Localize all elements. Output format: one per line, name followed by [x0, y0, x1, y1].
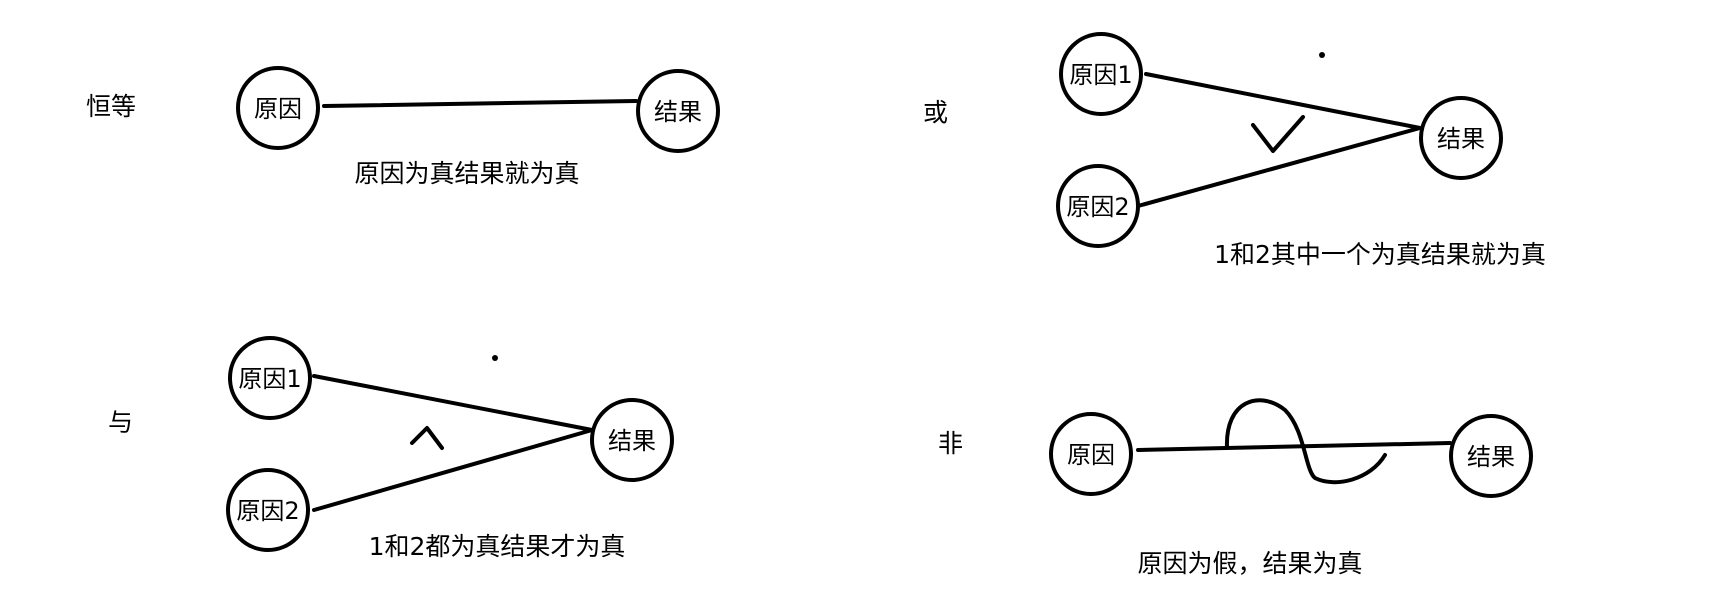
identity-op-label: 恒等: [86, 92, 136, 121]
and-cause2-node: [226, 468, 310, 552]
not-cause-label: 原因: [1067, 441, 1115, 469]
identity-effect-node: [636, 69, 720, 153]
and-panel: 与 原因1 原因2 结果 1和2都为真结果才为真: [108, 336, 674, 561]
not-op-label: 非: [938, 429, 963, 458]
and-stray-dot: [492, 355, 498, 361]
and-symbol-mark: [410, 426, 444, 450]
not-cause-node: [1049, 412, 1133, 496]
or-effect-label: 结果: [1437, 125, 1485, 153]
identity-caption: 原因为真结果就为真: [354, 159, 579, 188]
and-caption: 1和2都为真结果才为真: [369, 532, 626, 561]
not-symbol-wave: [1224, 398, 1387, 485]
identity-effect-label: 结果: [654, 98, 702, 126]
or-cause2-node: [1056, 164, 1140, 248]
or-edge-1: [1144, 72, 1422, 130]
not-effect-label: 结果: [1467, 443, 1515, 471]
and-effect-node: [590, 398, 674, 482]
and-op-label: 与: [108, 408, 133, 437]
or-caption: 1和2其中一个为真结果就为真: [1214, 240, 1546, 269]
or-cause1-node: [1059, 32, 1143, 116]
identity-edge: [322, 99, 638, 108]
not-caption: 原因为假，结果为真: [1137, 549, 1362, 578]
or-cause1-label: 原因1: [1069, 61, 1132, 89]
or-op-label: 或: [923, 98, 948, 127]
not-edge: [1136, 441, 1452, 452]
identity-cause-node: [236, 66, 320, 150]
and-edge-2: [312, 428, 594, 512]
or-cause2-label: 原因2: [1066, 193, 1129, 221]
identity-cause-label: 原因: [254, 95, 302, 123]
and-effect-label: 结果: [608, 427, 656, 455]
identity-panel: 恒等 原因 结果 原因为真结果就为真: [86, 66, 720, 188]
and-edge-1: [312, 374, 594, 432]
or-symbol-mark: [1251, 115, 1305, 153]
or-edge-2: [1136, 126, 1422, 208]
and-cause1-node: [228, 336, 312, 420]
and-cause1-label: 原因1: [238, 365, 301, 393]
or-effect-node: [1419, 96, 1503, 180]
and-cause2-label: 原因2: [236, 497, 299, 525]
or-panel: 或 原因1 原因2 结果 1和2其中一个为真结果就为真: [923, 32, 1546, 269]
or-stray-dot: [1319, 52, 1325, 58]
not-effect-node: [1449, 414, 1533, 498]
not-panel: 非 原因 结果 原因为假，结果为真: [938, 398, 1533, 578]
